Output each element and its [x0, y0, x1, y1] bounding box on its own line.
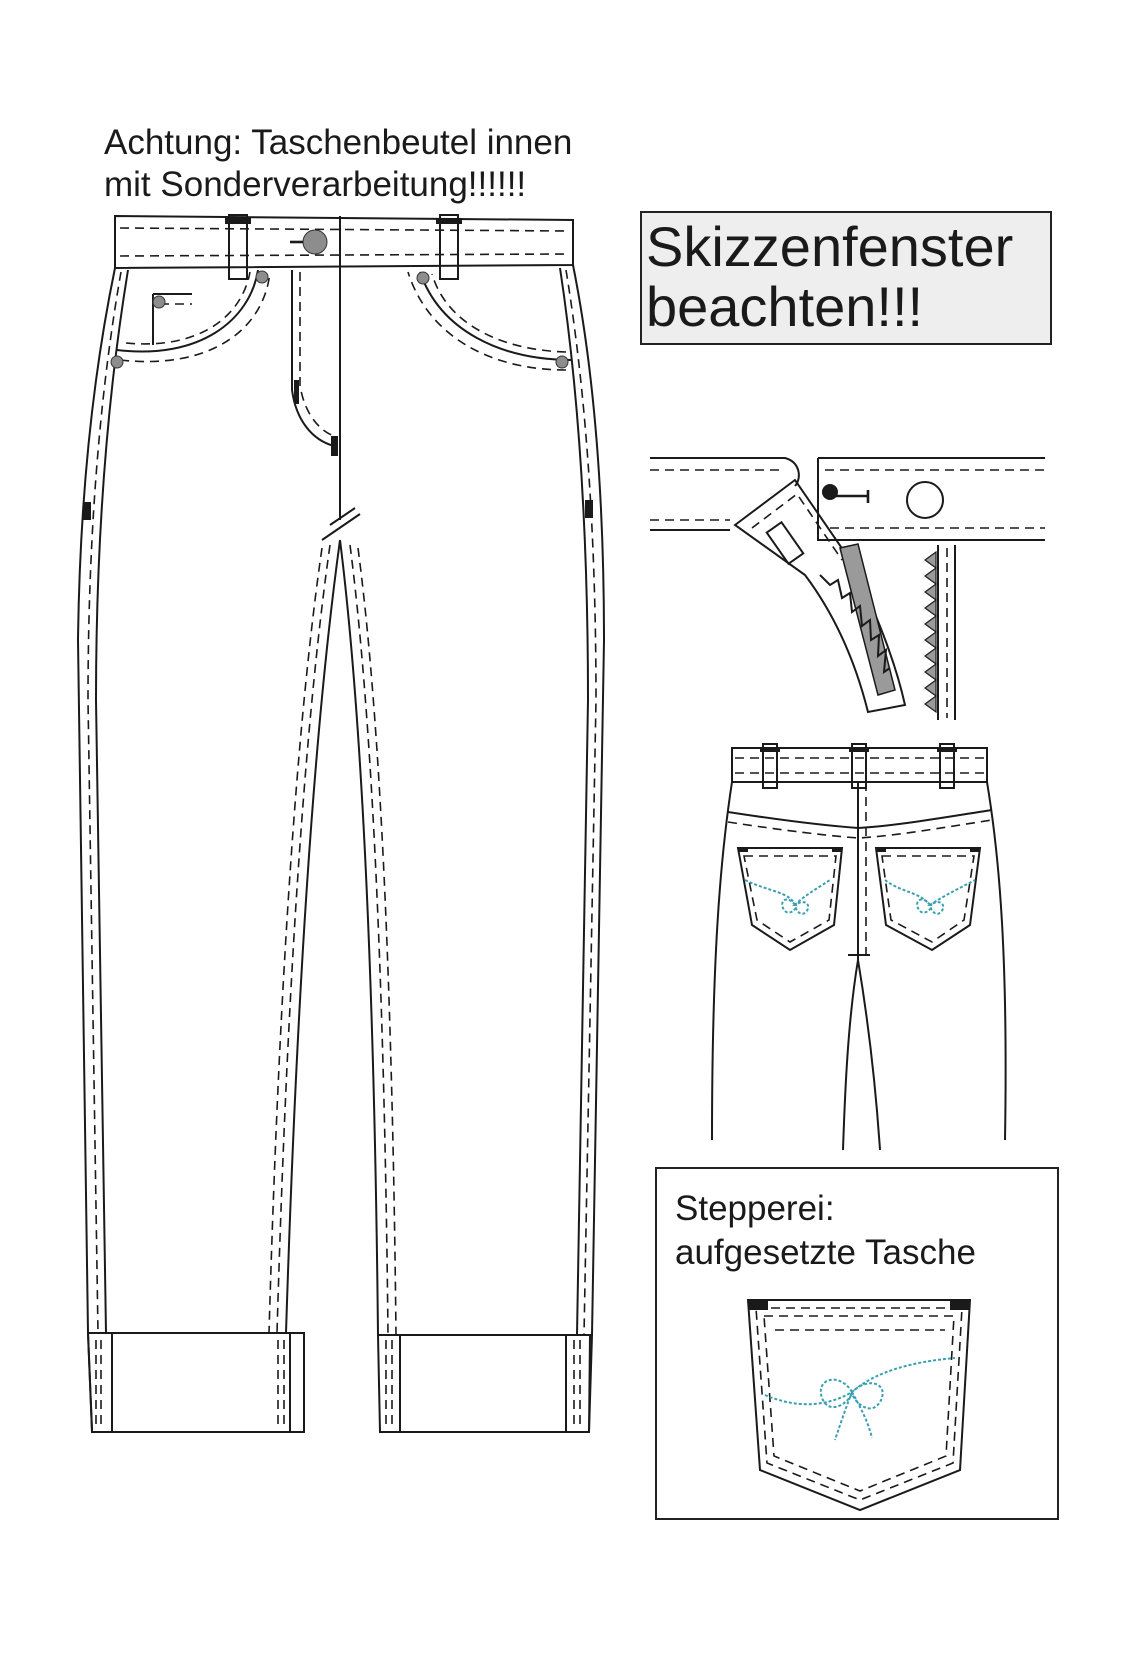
stitch-detail-pocket [746, 1299, 972, 1512]
left-cuff [86, 1332, 305, 1433]
zipper-detail [650, 457, 1045, 720]
belt-loop [439, 214, 459, 280]
right-side-seam [572, 264, 606, 1433]
sewing-note: Achtung: Taschenbeutel innen mit Sonderv… [104, 122, 572, 206]
sketch-window-line-1: Skizzenfenster [646, 215, 1014, 278]
front-pocket-left [116, 269, 259, 353]
right-inseam [339, 539, 379, 1336]
left-inseam [285, 539, 341, 1334]
front-pocket-right [419, 271, 573, 361]
belt-loop [228, 214, 248, 280]
back-pocket-right [874, 847, 982, 952]
zipper-tape [839, 543, 896, 696]
sewing-note-line-1: Achtung: Taschenbeutel innen [104, 123, 573, 162]
stitch-label-line-1: Stepperei: [675, 1189, 835, 1228]
front-waistband [114, 214, 574, 270]
stitch-label-line-2: aufgesetzte Tasche [675, 1233, 976, 1272]
back-waistband [731, 747, 988, 783]
front-view [76, 214, 606, 1433]
sketch-window-note: Skizzenfenster beachten!!! [640, 211, 1052, 345]
sketch-window-line-2: beachten!!! [646, 275, 924, 338]
stitch-detail-box: Stepperei: aufgesetzte Tasche [655, 1167, 1059, 1520]
left-side-seam [76, 267, 116, 1431]
back-pocket-left [736, 847, 844, 952]
sewing-note-line-2: mit Sonderverarbeitung!!!!!! [104, 165, 527, 204]
right-cuff [376, 1334, 592, 1433]
back-view [711, 743, 1007, 1151]
waist-button [302, 229, 328, 255]
button-hole [906, 481, 944, 519]
